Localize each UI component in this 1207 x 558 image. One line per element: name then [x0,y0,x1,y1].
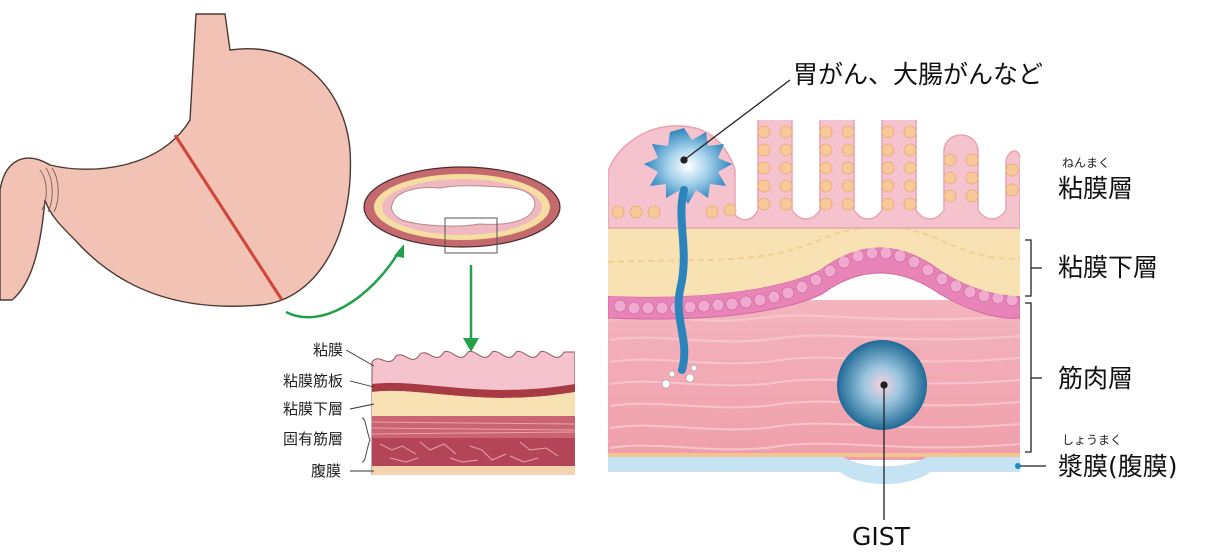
serosa-layer-fill [608,455,1020,484]
label-peritoneum: 腹膜 [311,464,341,479]
stomach-shape [0,14,350,306]
small-wall-section [372,351,575,475]
label-submucosa-layer: 粘膜下層 [1058,255,1158,280]
label-serosa-layer: 漿膜(腹膜) [1058,454,1178,479]
stomach-illustration [0,14,350,306]
label-muscularis-propria: 固有筋層 [283,432,343,447]
small-label-brackets [346,350,374,471]
ruby-mucosa-layer: ねんまく [1062,157,1110,169]
label-tumor-callout: 胃がん、大腸がんなど [793,62,1043,87]
label-muscularis-mucosae: 粘膜筋板 [283,374,343,389]
big-wall-section [608,105,1020,484]
label-muscle-layer: 筋肉層 [1058,366,1133,391]
label-gist: GIST [852,524,910,549]
label-submucosa: 粘膜下層 [283,402,343,417]
label-mucosa: 粘膜 [313,343,343,358]
ruby-serosa: しょうまく [1062,434,1122,446]
stomach-cross-section [364,167,560,253]
label-mucosa-layer: 粘膜層 [1058,176,1133,201]
